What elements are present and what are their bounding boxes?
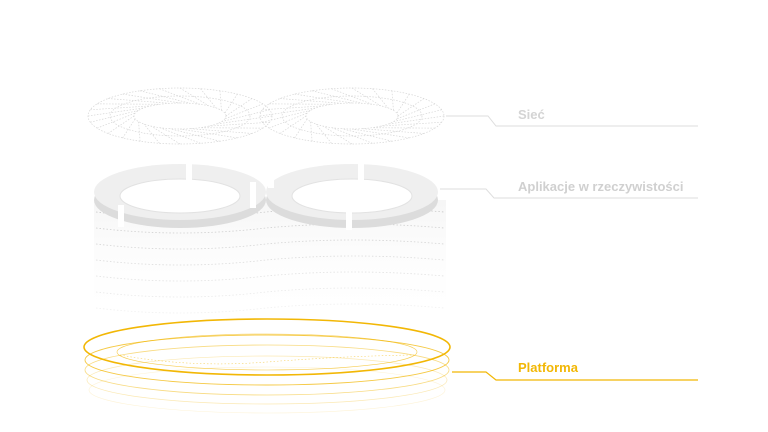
network-mesh-line — [159, 127, 201, 144]
network-mesh-line — [224, 93, 238, 114]
network-mesh-line — [331, 127, 373, 144]
network-mesh-line — [138, 121, 141, 142]
network-mesh-line — [397, 98, 425, 117]
network-mesh-line — [268, 112, 308, 129]
network-mesh-line — [107, 115, 135, 134]
network-mesh-line — [387, 115, 445, 125]
network-mesh-line — [351, 128, 410, 139]
network-mesh-line — [259, 107, 317, 117]
network-mesh-line — [151, 125, 181, 145]
network-mesh-line — [311, 90, 363, 104]
network-mesh-line — [87, 107, 145, 117]
left-ring — [94, 164, 266, 228]
network-mesh-line — [190, 128, 252, 134]
platform-layer-graphic — [83, 318, 451, 414]
applications-label: Aplikacje w rzeczywistości — [518, 179, 684, 194]
network-mesh-line — [208, 121, 270, 127]
network-mesh-line — [159, 88, 201, 105]
network-mesh-line — [362, 128, 424, 134]
network-mesh-line — [139, 90, 191, 104]
network-mesh-line — [331, 88, 373, 105]
network-mesh-line — [262, 105, 324, 111]
network-mesh-line — [108, 98, 170, 104]
apps-leader-line — [440, 188, 698, 199]
network-mesh-line — [380, 121, 442, 127]
platform-leader-line — [452, 371, 698, 381]
network-mesh-line — [179, 128, 238, 139]
network-mesh-line — [219, 90, 222, 111]
network-mesh-line — [262, 110, 311, 123]
network-mesh-line — [351, 87, 381, 107]
network-mesh-line — [225, 98, 253, 117]
right-ring — [266, 164, 438, 228]
network-mesh-line — [396, 93, 410, 114]
network-mesh-line — [396, 103, 436, 120]
network-mesh-line — [279, 115, 307, 134]
applications-layer-graphic — [94, 164, 446, 320]
network-mesh-line — [90, 110, 139, 123]
network-mesh-line — [215, 115, 273, 125]
network-mesh-line — [90, 105, 152, 111]
network-mesh-line — [143, 123, 160, 144]
apps-cylinder-body — [94, 200, 446, 320]
network-mesh-line — [341, 128, 393, 142]
network-mesh-line — [179, 87, 209, 107]
network-mesh-line — [169, 128, 221, 142]
network-mesh-line — [122, 93, 181, 104]
network-mesh-line — [372, 88, 389, 109]
network-mesh-line — [391, 90, 394, 111]
network-mesh-line — [393, 109, 442, 122]
network-mesh-line — [200, 88, 217, 109]
network-mesh-line — [294, 93, 353, 104]
leader-lines — [440, 115, 698, 381]
network-mesh-line — [96, 112, 136, 129]
network-mesh-line — [294, 118, 308, 139]
network-mesh-line — [224, 103, 264, 120]
network-mesh-line — [310, 121, 313, 142]
platform-label: Platforma — [518, 360, 578, 375]
network-leader-line — [446, 115, 698, 127]
network-mesh-line — [315, 123, 332, 144]
network-layer-graphic — [87, 87, 445, 145]
network-mesh-line — [221, 109, 270, 122]
network-mesh-line — [280, 98, 342, 104]
network-mesh-line — [323, 125, 353, 145]
network-label: Sieć — [518, 107, 545, 122]
network-mesh-line — [122, 118, 136, 139]
